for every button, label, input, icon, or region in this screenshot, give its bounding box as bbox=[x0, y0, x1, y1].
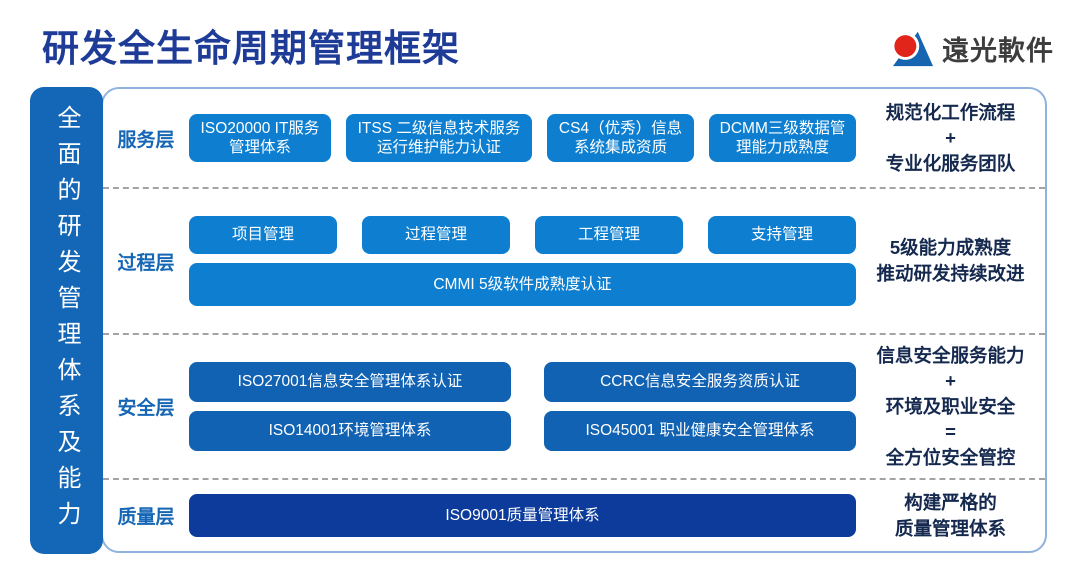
note-line: 构建严格的 bbox=[904, 491, 997, 513]
page-title: 研发全生命周期管理框架 bbox=[42, 28, 460, 69]
vertical-banner-label: 全面的研发管理体系及能力 bbox=[53, 104, 80, 537]
cert-box-iso14001: ISO14001环境管理体系 bbox=[189, 411, 511, 451]
cert-box-cmmi: CMMI 5级软件成熟度认证 bbox=[189, 263, 856, 306]
cert-box-itss: ITSS 二级信息技术服务运行维护能力认证 bbox=[346, 114, 532, 162]
service-boxes: ISO20000 IT服务管理体系 ITSS 二级信息技术服务运行维护能力认证 … bbox=[189, 114, 856, 162]
cert-box-engineering-mgmt: 工程管理 bbox=[535, 216, 683, 254]
process-boxes: 项目管理 过程管理 工程管理 支持管理 CMMI 5级软件成熟度认证 bbox=[189, 216, 856, 306]
note-line: 信息安全服务能力 bbox=[876, 344, 1025, 366]
layer-label-quality: 质量层 bbox=[117, 507, 175, 528]
layer-row-process: 过程层 项目管理 过程管理 工程管理 支持管理 CMMI 5级软件成熟度认证 5… bbox=[103, 189, 1045, 335]
cert-box-dcmm: DCMM三级数据管理能力成熟度 bbox=[709, 114, 856, 162]
note-line: = bbox=[945, 421, 956, 443]
company-logo-text: 遠光軟件 bbox=[942, 35, 1054, 66]
cert-box-project-mgmt: 项目管理 bbox=[189, 216, 337, 254]
note-security: 信息安全服务能力 + 环境及职业安全 = 全方位安全管控 bbox=[856, 343, 1045, 471]
note-line: 5级能力成熟度 bbox=[889, 237, 1012, 259]
note-line: 质量管理体系 bbox=[894, 517, 1006, 539]
vertical-banner: 全面的研发管理体系及能力 bbox=[30, 87, 103, 554]
layer-label-process: 过程层 bbox=[117, 252, 175, 274]
ygsoft-logo-icon bbox=[890, 27, 936, 69]
cert-box-iso20000: ISO20000 IT服务管理体系 bbox=[189, 114, 331, 162]
process-top-boxes: 项目管理 过程管理 工程管理 支持管理 bbox=[189, 216, 856, 254]
quality-boxes: ISO9001质量管理体系 bbox=[189, 494, 856, 537]
note-quality: 构建严格的 质量管理体系 bbox=[856, 490, 1045, 541]
cert-box-iso45001: ISO45001 职业健康安全管理体系 bbox=[544, 411, 856, 451]
cert-box-cs4: CS4（优秀）信息系统集成资质 bbox=[547, 114, 694, 162]
cert-box-ccrc: CCRC信息安全服务资质认证 bbox=[544, 362, 856, 402]
note-line: 环境及职业安全 bbox=[885, 395, 1016, 417]
note-line: 推动研发持续改进 bbox=[876, 263, 1025, 284]
note-line: 规范化工作流程 bbox=[885, 101, 1016, 123]
cert-box-support-mgmt: 支持管理 bbox=[708, 216, 856, 254]
layer-row-quality: 质量层 ISO9001质量管理体系 构建严格的 质量管理体系 bbox=[103, 480, 1045, 551]
note-line: 全方位安全管控 bbox=[885, 446, 1016, 468]
layer-row-security: 安全层 ISO27001信息安全管理体系认证 CCRC信息安全服务资质认证 IS… bbox=[103, 335, 1045, 480]
note-line: 专业化服务团队 bbox=[885, 152, 1016, 174]
note-process: 5级能力成熟度 推动研发持续改进 bbox=[856, 235, 1045, 286]
cert-box-iso27001: ISO27001信息安全管理体系认证 bbox=[189, 362, 511, 402]
company-logo: 遠光軟件 bbox=[890, 27, 1054, 69]
layer-label-security: 安全层 bbox=[117, 398, 175, 419]
security-boxes: ISO27001信息安全管理体系认证 CCRC信息安全服务资质认证 ISO140… bbox=[189, 362, 856, 451]
layer-label-service: 服务层 bbox=[117, 129, 175, 151]
framework-panel: 服务层 ISO20000 IT服务管理体系 ITSS 二级信息技术服务运行维护能… bbox=[101, 87, 1047, 553]
layer-row-service: 服务层 ISO20000 IT服务管理体系 ITSS 二级信息技术服务运行维护能… bbox=[103, 89, 1045, 189]
note-line: + bbox=[945, 370, 956, 392]
note-service: 规范化工作流程 + 专业化服务团队 bbox=[856, 100, 1045, 177]
cert-box-process-mgmt: 过程管理 bbox=[362, 216, 510, 254]
cert-box-iso9001: ISO9001质量管理体系 bbox=[189, 494, 856, 537]
note-line: + bbox=[945, 127, 956, 149]
